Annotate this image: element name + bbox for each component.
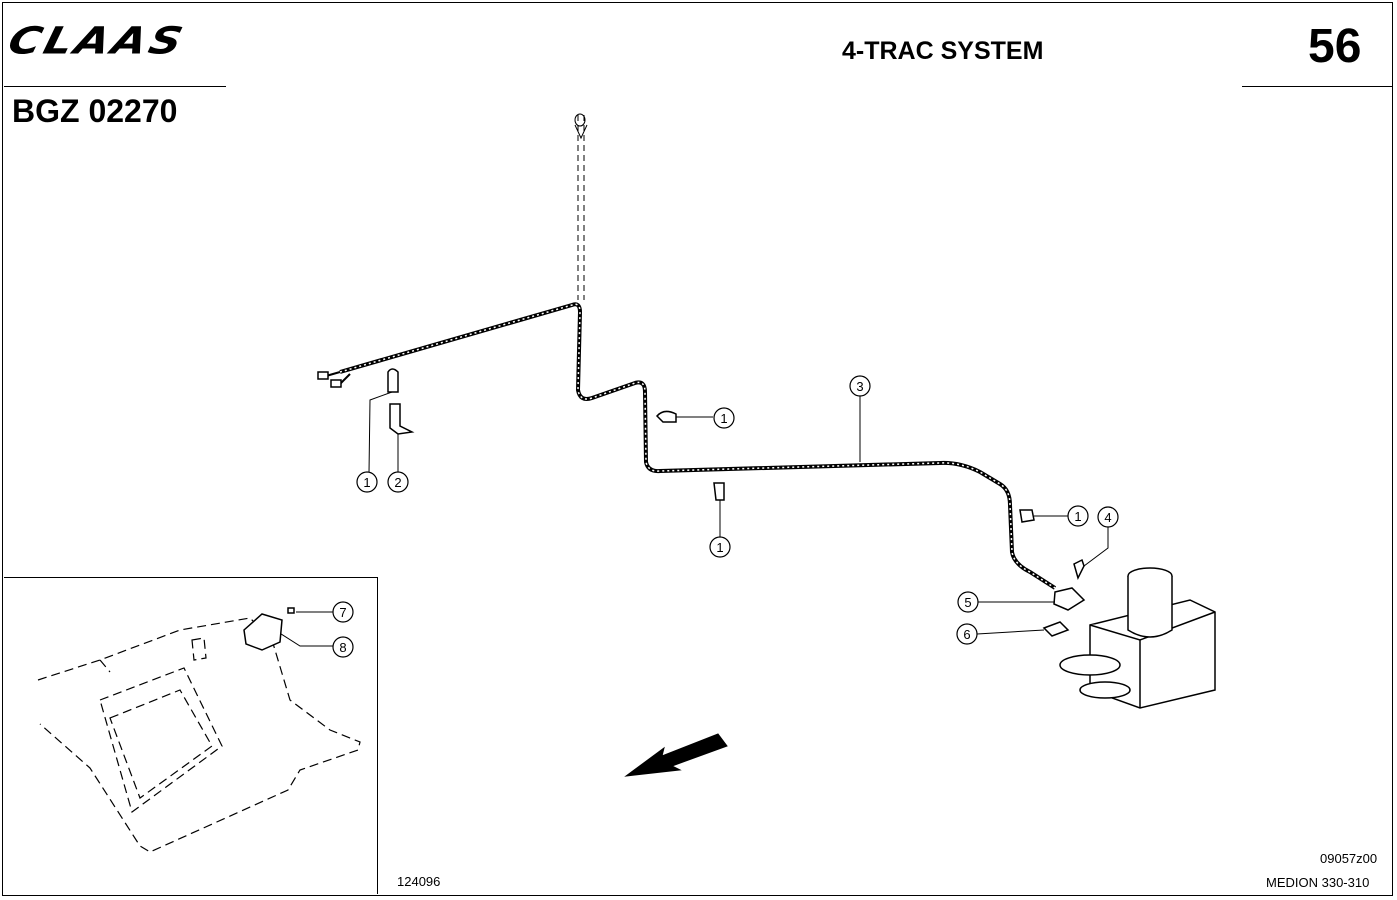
callout-label-3: 3: [856, 379, 863, 394]
leader-lines: [277, 391, 1109, 647]
drawing-number: 124096: [397, 874, 441, 889]
callout-circle-1c: [709, 536, 731, 558]
callout-label-1d: 1: [1074, 509, 1081, 524]
callout-label-1b: 1: [720, 411, 727, 426]
inset-machine-outline: [37, 617, 361, 853]
callout-label-4: 4: [1104, 510, 1111, 525]
callout-label-8: 8: [339, 640, 346, 655]
location-inset-frame: [4, 577, 378, 894]
direction-arrow-icon: [624, 733, 728, 777]
wiring-harness: [317, 302, 1057, 590]
header-rule-right: [1242, 86, 1392, 87]
callout-circle-4: [1097, 506, 1119, 528]
image-reference: 09057z00: [1320, 851, 1378, 866]
callout-circle-7: [332, 601, 354, 623]
callout-circle-5: [957, 591, 979, 613]
header-rule-left: [4, 86, 226, 87]
overhead-cable: [574, 113, 588, 300]
page-number: 56: [1308, 20, 1362, 73]
callout-circle-2: [387, 471, 409, 493]
callout-circle-6: [956, 623, 978, 645]
callout-labels: 1 2 1 3 1 1 4 5 6 7 8: [339, 379, 1111, 655]
callout-label-5: 5: [964, 595, 971, 610]
callout-label-1c: 1: [716, 540, 723, 555]
callout-circles: [332, 375, 1119, 658]
page-title: 4-TRAC SYSTEM: [842, 37, 1044, 65]
model-label: MEDION 330-310: [1266, 875, 1370, 890]
callout-circle-1a: [356, 471, 378, 493]
callout-label-1a: 1: [363, 475, 370, 490]
callout-label-2: 2: [394, 475, 401, 490]
callout-label-7: 7: [339, 605, 346, 620]
inset-switch: [243, 607, 295, 651]
callout-label-6: 6: [963, 627, 970, 642]
callout-circle-1d: [1067, 505, 1089, 527]
callout-circle-8: [332, 636, 354, 658]
clamp-parts: [387, 368, 1086, 637]
callout-circle-1b: [713, 407, 735, 429]
callout-circle-3: [849, 375, 871, 397]
valve-block: [1059, 567, 1216, 709]
doc-code: BGZ 02270: [12, 93, 178, 129]
